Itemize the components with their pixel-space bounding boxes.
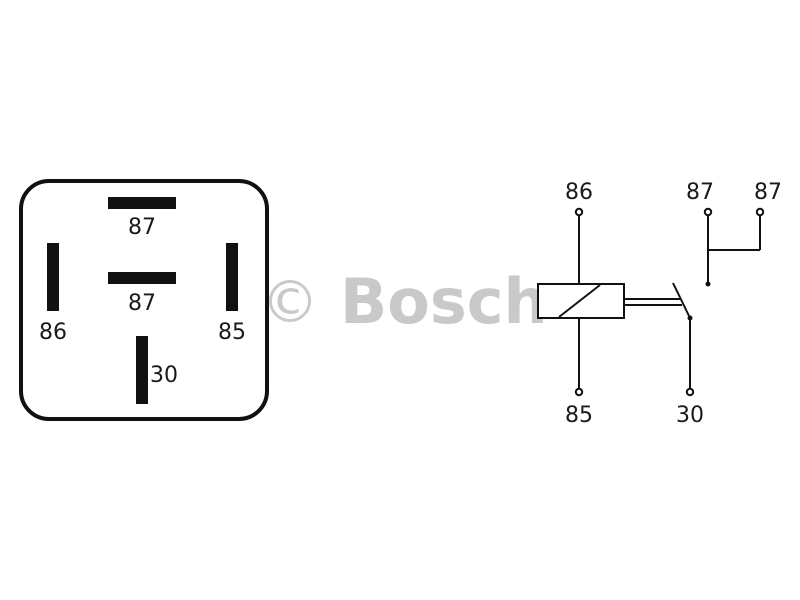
contact-87-point bbox=[705, 281, 711, 287]
schematic-label-30: 30 bbox=[676, 403, 704, 428]
schematic-label-87-left: 87 bbox=[686, 180, 714, 205]
pin-30-label: 30 bbox=[150, 363, 178, 388]
coil-diagonal bbox=[558, 284, 601, 318]
bosch-watermark: © Bosch bbox=[261, 265, 548, 338]
pin-87-top-terminal bbox=[108, 197, 176, 209]
copyright-symbol: © bbox=[261, 268, 319, 336]
schematic-label-86: 86 bbox=[565, 180, 593, 205]
terminal-87a-dot bbox=[703, 207, 713, 217]
watermark-brand: Bosch bbox=[340, 265, 548, 338]
pin-85-terminal bbox=[226, 243, 238, 311]
pin-87-middle-terminal bbox=[108, 272, 176, 284]
terminal-85-dot bbox=[574, 387, 584, 397]
housing-outline bbox=[19, 179, 269, 421]
switch-blade bbox=[672, 282, 691, 319]
terminal-87b-dot bbox=[755, 207, 765, 217]
pin-86-terminal bbox=[47, 243, 59, 311]
pin-87-top-label: 87 bbox=[128, 215, 156, 240]
schematic-label-85: 85 bbox=[565, 403, 593, 428]
relay-schematic bbox=[537, 207, 765, 397]
relay-housing: 87 87 86 85 30 bbox=[19, 179, 269, 421]
schematic-label-87-right: 87 bbox=[754, 180, 782, 205]
terminal-86-dot bbox=[574, 207, 584, 217]
pin-86-label: 86 bbox=[39, 320, 67, 345]
schematic-labels: 86 87 87 85 30 bbox=[565, 180, 782, 428]
pin-30-terminal bbox=[136, 336, 148, 404]
pin-87-middle-label: 87 bbox=[128, 291, 156, 316]
terminal-30-dot bbox=[685, 387, 695, 397]
pin-85-label: 85 bbox=[218, 320, 246, 345]
